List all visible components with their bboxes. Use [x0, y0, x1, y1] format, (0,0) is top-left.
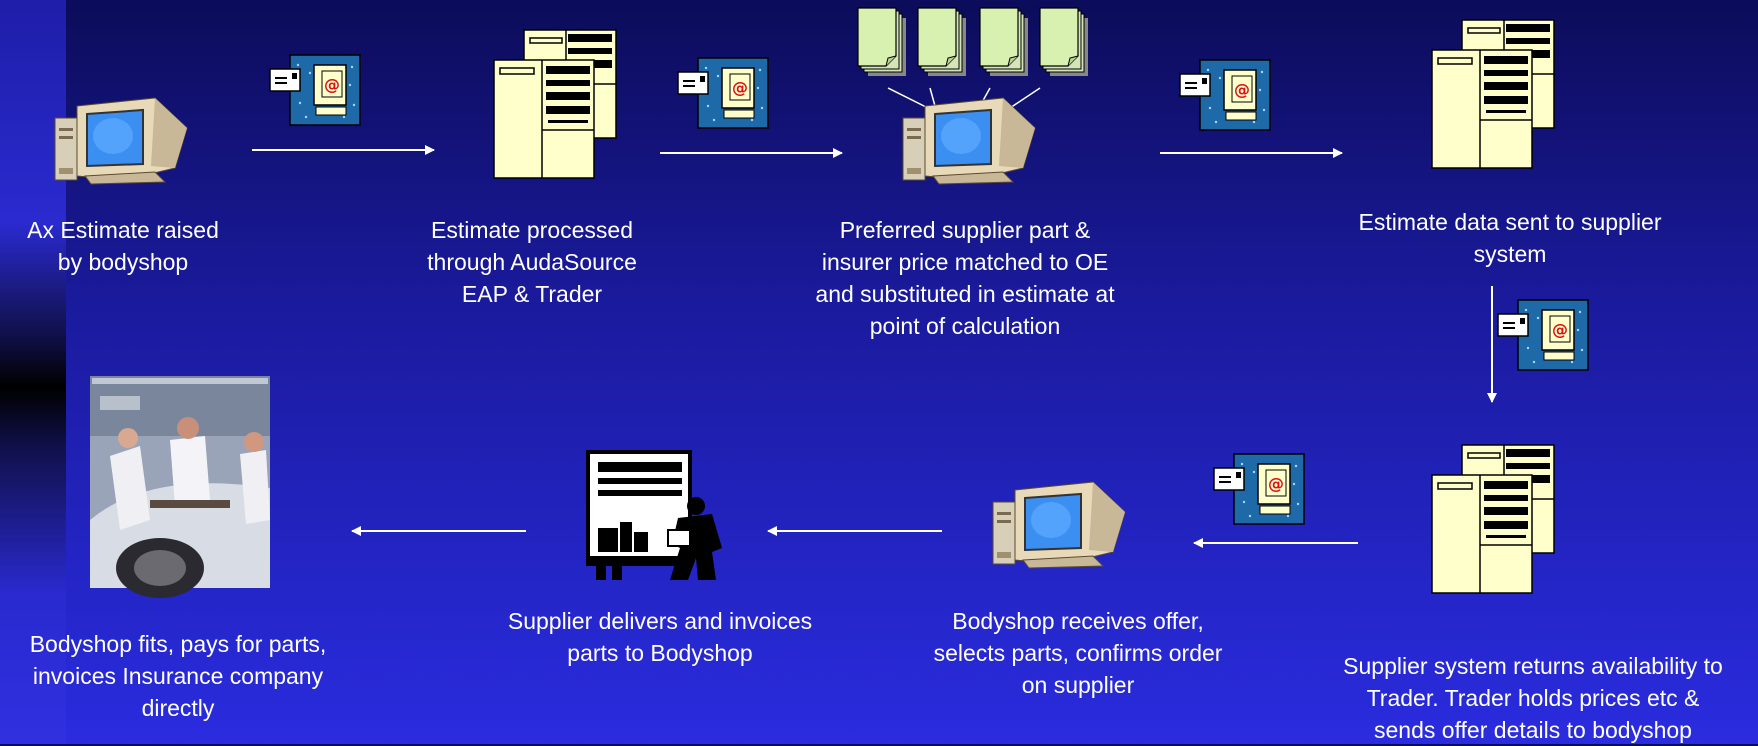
delivery-truck-icon — [586, 450, 722, 580]
step-label: Bodyshop fits, pays for parts,invoices I… — [29, 631, 327, 721]
server-icon — [493, 29, 617, 179]
email-icon — [1497, 299, 1589, 371]
computer-icon — [902, 97, 1036, 185]
step-label: Preferred supplier part &insurer price m… — [815, 217, 1115, 339]
email-icon — [1213, 453, 1305, 525]
server-icon — [1431, 444, 1555, 594]
document-stack-icon — [857, 7, 1089, 109]
workshop-photo — [90, 376, 270, 598]
step-label: Bodyshop receives offer,selects parts, c… — [933, 608, 1223, 698]
email-icon — [269, 54, 361, 126]
email-icon — [1179, 59, 1271, 131]
computer-icon — [54, 97, 188, 185]
computer-icon — [992, 481, 1126, 569]
server-icon — [1431, 19, 1555, 169]
email-icon — [677, 57, 769, 129]
